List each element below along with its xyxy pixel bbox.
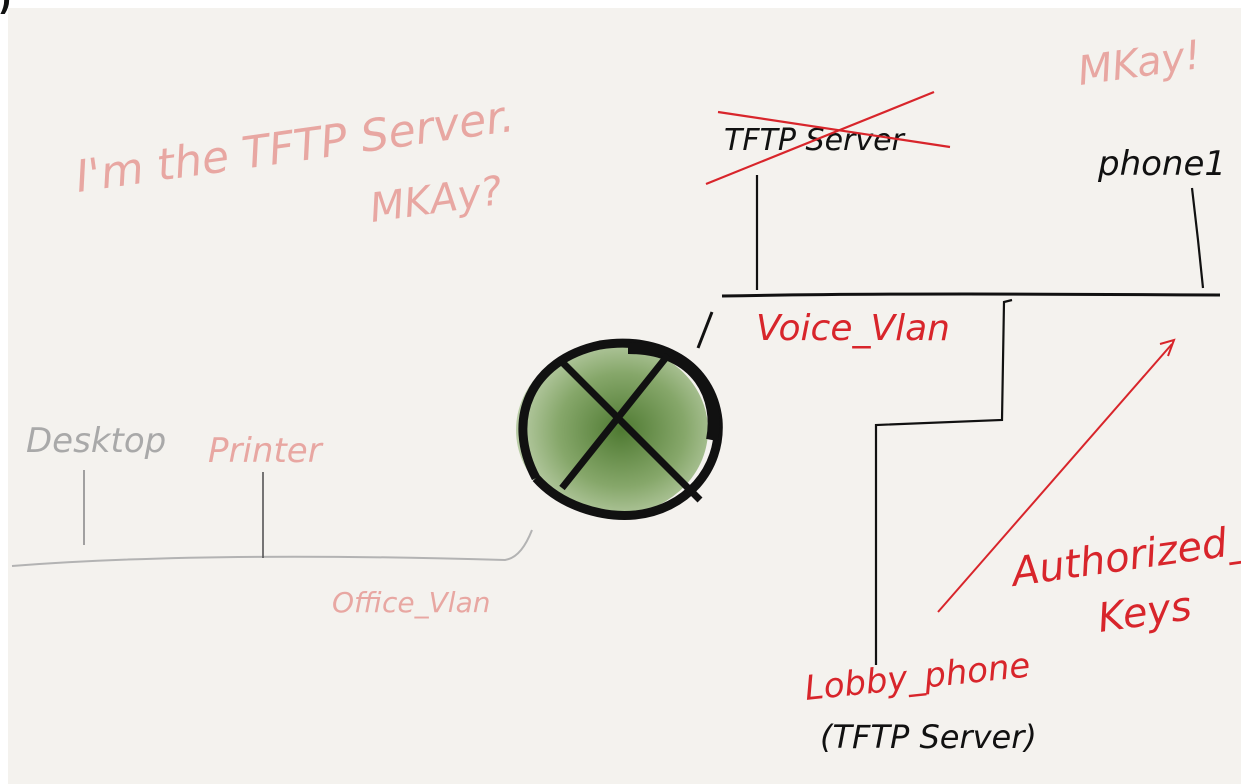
- mkay-exclaim-label: MKay!: [1075, 32, 1204, 95]
- office-vlan-label: Office_Vlan: [332, 586, 490, 619]
- router-switch-icon: [516, 338, 723, 520]
- phone1-drop-line: [1190, 187, 1205, 289]
- authorized-keys-line2: Keys: [1095, 583, 1194, 642]
- authorized-keys-arrow-shaft: [937, 343, 1173, 613]
- top-margin: [0, 0, 1241, 8]
- voice-vlan-line: [721, 292, 1221, 298]
- voice-vlan-label: Voice_Vlan: [756, 308, 950, 349]
- arrowhead-icon: [1159, 338, 1176, 357]
- lobby-phone-role-label: (TFTP Server): [820, 718, 1037, 756]
- strike-icon: [705, 90, 935, 186]
- lobby-phone-label: Lobby_phone: [803, 646, 1032, 709]
- tftp-claim-line2: MKAy?: [367, 168, 505, 232]
- office-vlan-line: [11, 529, 533, 567]
- strike-icon: [717, 110, 951, 149]
- corner-mark: ): [0, 0, 12, 18]
- lobby-phone-connection: [874, 298, 1013, 665]
- desktop-label: Desktop: [26, 421, 166, 461]
- authorized-keys-line1: Authorized_: [1006, 517, 1241, 596]
- left-margin: [0, 0, 8, 784]
- switch-uplink-line: [696, 311, 714, 349]
- phone1-label: phone1: [1097, 144, 1226, 184]
- printer-label: Printer: [208, 431, 324, 471]
